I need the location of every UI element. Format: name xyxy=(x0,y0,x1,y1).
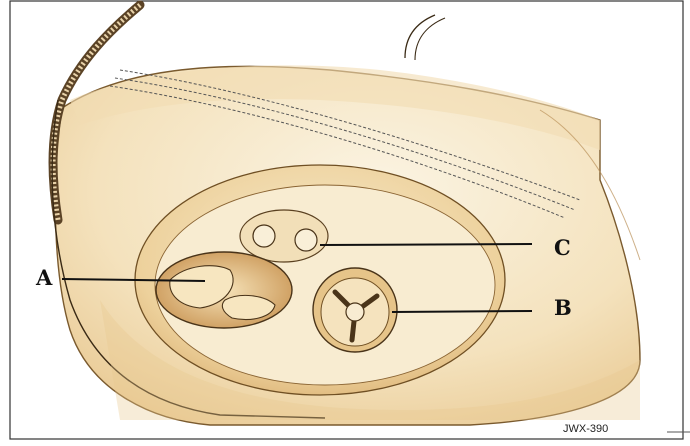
figure-code: JWX-390 xyxy=(563,423,608,435)
round-button-right xyxy=(295,229,317,251)
door-cable-line xyxy=(405,15,435,58)
callout-c-leader xyxy=(320,244,532,245)
callout-c-label: C xyxy=(554,235,571,260)
mirror-knob-center xyxy=(346,303,364,321)
callout-a-label: A xyxy=(35,265,53,290)
callout-b-leader xyxy=(392,311,532,312)
callout-b-label: B xyxy=(554,295,572,320)
round-button-left xyxy=(253,225,275,247)
